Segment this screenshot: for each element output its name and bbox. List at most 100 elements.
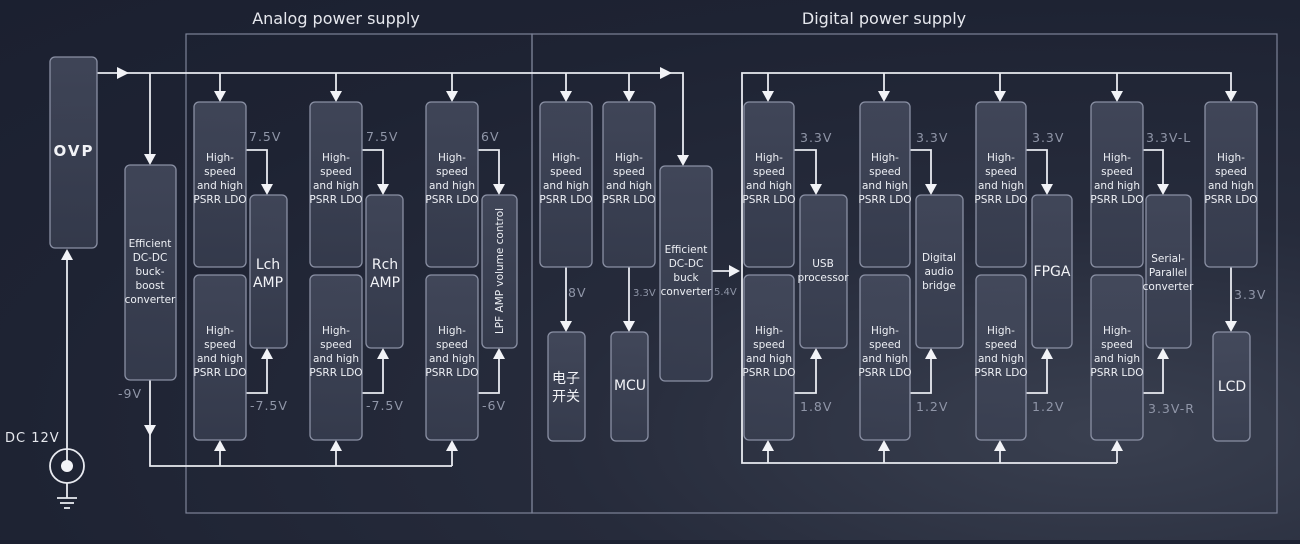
ldo-label-line: High- — [1103, 325, 1131, 337]
ldo-label-line: speed — [436, 339, 468, 351]
ldo-label-line: speed — [436, 166, 468, 178]
arrow-up-icon — [1041, 348, 1053, 359]
ldo-label-line: speed — [320, 339, 352, 351]
ldo-label-line: High- — [987, 152, 1015, 164]
block-label-line: Serial- — [1151, 253, 1185, 265]
usb-processor-block: USB processor — [797, 194, 849, 349]
ldo-label-line: speed — [869, 339, 901, 351]
ldo-label-line: and high — [313, 180, 359, 192]
ldo-label-line: speed — [985, 339, 1017, 351]
arrow-down-icon — [144, 154, 156, 165]
voltage-label: -9V — [118, 386, 142, 401]
arrow-down-icon — [1225, 91, 1237, 102]
voltage-label: 1.2V — [916, 399, 948, 414]
arrow-up-icon — [810, 348, 822, 359]
block-label-line: converter — [661, 286, 712, 298]
ldo-label-line: High- — [871, 152, 899, 164]
arrow-right-icon — [729, 265, 740, 277]
ldo-label-line: and high — [1094, 353, 1140, 365]
arrow-up-icon — [330, 440, 342, 451]
voltage-label: 3.3V — [1234, 287, 1266, 302]
voltage-label: 3.3V-L — [1146, 130, 1191, 145]
arrow-down-icon — [878, 91, 890, 102]
voltage-label: 3.3V — [1032, 130, 1064, 145]
arrow-up-icon — [214, 440, 226, 451]
ldo-label-line: PSRR LDO — [1090, 367, 1143, 379]
ldo-label-line: PSRR LDO — [858, 367, 911, 379]
dc-input-label: DC 12V — [5, 431, 60, 446]
arrow-up-icon — [878, 440, 890, 451]
wiring — [66, 72, 1232, 467]
voltage-label: 5.4V — [714, 287, 737, 298]
ldo-label-line: PSRR LDO — [974, 367, 1027, 379]
arrow-down-icon — [762, 91, 774, 102]
dc-jack-icon — [49, 448, 85, 509]
ldo-label-line: High- — [322, 152, 350, 164]
voltage-label: -6V — [482, 398, 506, 413]
arrow-down-icon — [623, 321, 635, 332]
voltage-label: 6V — [481, 129, 500, 144]
arrow-down-icon — [377, 184, 389, 195]
block-label-line: buck — [673, 272, 699, 284]
ldo-label-line: PSRR LDO — [193, 194, 246, 206]
arrow-right-icon — [117, 67, 129, 79]
voltage-label: 1.2V — [1032, 399, 1064, 414]
arrow-down-icon — [677, 155, 689, 166]
arrow-down-icon — [560, 91, 572, 102]
ldo-label-line: speed — [613, 166, 645, 178]
ldo-label-line: High- — [206, 325, 234, 337]
ldo-label-line: PSRR LDO — [1204, 194, 1257, 206]
arrow-down-icon — [1111, 91, 1123, 102]
ldo-label-line: speed — [204, 339, 236, 351]
ldo-label-line: speed — [753, 166, 785, 178]
arrow-up-icon — [261, 348, 273, 359]
block-label-line: audio — [924, 266, 953, 278]
ldo-label-line: PSRR LDO — [974, 194, 1027, 206]
arrow-up-icon — [446, 440, 458, 451]
arrow-up-icon — [994, 440, 1006, 451]
ldo-label-line: PSRR LDO — [425, 367, 478, 379]
arrow-down-icon — [925, 184, 937, 195]
voltage-label: 3.3V — [800, 130, 832, 145]
arrowheads — [61, 67, 1237, 451]
ldo-label-line: and high — [746, 180, 792, 192]
block-label-line: USB — [812, 258, 834, 270]
ldo-label-line: PSRR LDO — [539, 194, 592, 206]
serial-parallel-converter-block: Serial- Parallel converter — [1143, 194, 1194, 349]
block-label-line: Parallel — [1149, 267, 1187, 279]
arrow-down-icon — [144, 425, 156, 436]
ldo-label-line: High- — [206, 152, 234, 164]
voltage-label: 7.5V — [249, 129, 281, 144]
ldo-label-line: speed — [550, 166, 582, 178]
ldo-label-line: PSRR LDO — [425, 194, 478, 206]
ldo-label-line: High- — [438, 152, 466, 164]
block-label-line: converter — [1143, 281, 1194, 293]
digital-section-title: Digital power supply — [802, 9, 966, 28]
ldo-label-line: and high — [1208, 180, 1254, 192]
ldo-label-line: PSRR LDO — [742, 194, 795, 206]
block-label-line: buck- — [136, 266, 165, 278]
digital-audio-bridge-block: Digital audio bridge — [915, 194, 964, 349]
voltage-label: 1.8V — [800, 399, 832, 414]
arrow-down-icon — [214, 91, 226, 102]
ldo-label-line: and high — [429, 353, 475, 365]
ldo-label-line: PSRR LDO — [858, 194, 911, 206]
buck-boost-converter-block: Efficient DC-DC buck- boost converter — [124, 164, 177, 381]
ldo-label-line: speed — [753, 339, 785, 351]
voltage-label: -7.5V — [366, 398, 404, 413]
ldo-label-line: speed — [320, 166, 352, 178]
block-label: MCU — [614, 378, 646, 394]
block-label: LCD — [1218, 379, 1246, 395]
